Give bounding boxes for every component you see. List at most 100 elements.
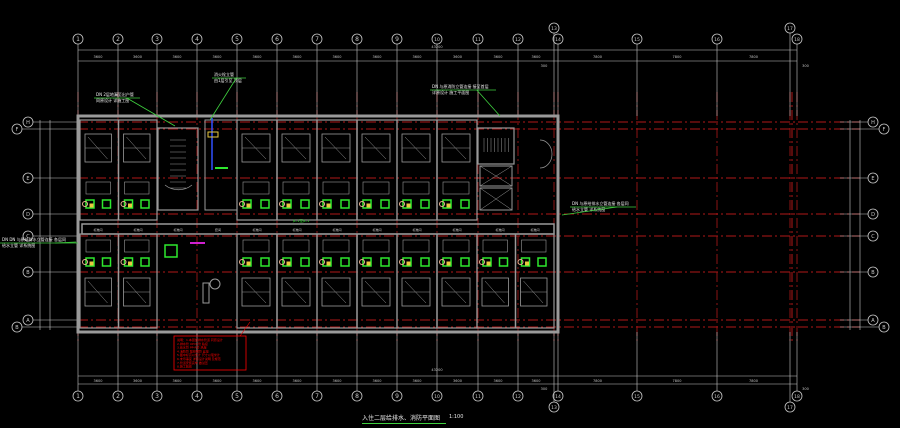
dim-bottom-14: 7800 bbox=[673, 379, 682, 383]
bed-diag bbox=[244, 280, 267, 304]
drawing-title: 入住二层给排水、消防平面图 bbox=[362, 415, 441, 422]
axis-label-bottom-13: 13 bbox=[551, 405, 557, 411]
dim-top-16: 300 bbox=[802, 64, 809, 68]
stairwells bbox=[157, 127, 553, 211]
bed-diag bbox=[126, 280, 147, 304]
stair-door-arc bbox=[164, 184, 193, 191]
design-note-7: 8.施工验收 bbox=[177, 364, 192, 369]
riser-valve bbox=[207, 131, 219, 138]
annotation-text-0: DN DN 与原给排水立管连接 各层同 bbox=[2, 236, 66, 242]
dim-bottom-4: 3600 bbox=[253, 379, 262, 383]
annotation-text-0: DN 2层地漏至出户管 bbox=[96, 91, 134, 97]
design-note-4: 5.图中标高以米计 尺寸以毫米计 bbox=[177, 352, 220, 357]
wardrobe bbox=[442, 239, 470, 253]
axis-label-top-4: 4 bbox=[195, 36, 199, 43]
dim-top-11: 3600 bbox=[532, 55, 541, 59]
room-label-0: 标准间 bbox=[93, 227, 102, 232]
exterior-wall bbox=[76, 114, 560, 334]
axis-label-bottom-16: 16 bbox=[714, 394, 720, 400]
axis-label-right-H-0: H bbox=[871, 120, 875, 126]
pipe-fixture-icon bbox=[460, 199, 470, 209]
bed-diag bbox=[324, 280, 347, 304]
toilet-icon bbox=[279, 201, 285, 207]
bed-diag bbox=[244, 136, 267, 160]
axis-label-right-B-7: B bbox=[882, 325, 886, 331]
pipe-fixture-icon bbox=[101, 257, 112, 267]
toilet-icon bbox=[517, 259, 524, 265]
service-room bbox=[204, 118, 238, 211]
dim-bottom-0: 3600 bbox=[94, 379, 103, 383]
bed-diag bbox=[87, 136, 108, 160]
axis-label-bottom-2: 2 bbox=[116, 393, 120, 400]
pipe-fixture-icon bbox=[101, 199, 112, 209]
dim-top-7: 3600 bbox=[373, 55, 382, 59]
guest-room-top-3 bbox=[396, 119, 478, 221]
toilet-icon bbox=[319, 259, 325, 265]
bed-diag bbox=[444, 136, 467, 160]
pipe-fixture-icon bbox=[420, 257, 430, 267]
axis-label-top-6: 6 bbox=[275, 36, 279, 43]
axis-label-bottom-17: 17 bbox=[787, 405, 793, 411]
axis-label-left-D-3: D bbox=[26, 212, 30, 218]
guest-room-bottom-4 bbox=[476, 233, 555, 329]
annotation-text-1: 由1层引至 顶层 bbox=[214, 77, 242, 83]
wardrobe bbox=[282, 239, 310, 253]
axis-label-bottom-11: 11 bbox=[475, 394, 481, 400]
annotation-text-1: 同原设计 详施工图 bbox=[96, 97, 129, 103]
toilet-icon bbox=[359, 259, 365, 265]
dim-bottom-9: 3600 bbox=[453, 379, 462, 383]
axis-label-right-C-4: C bbox=[871, 234, 875, 240]
fixture-icon bbox=[246, 261, 251, 266]
pipe-fixture-icon bbox=[402, 257, 412, 267]
dim-bottom-1: 3600 bbox=[133, 379, 142, 383]
axis-label-left-B-5: B bbox=[26, 270, 30, 276]
stair-right bbox=[477, 127, 515, 165]
building-walls bbox=[76, 114, 560, 334]
room-label-11: 标准间 bbox=[530, 227, 539, 232]
room-label-4: 标准间 bbox=[332, 227, 341, 232]
dim-top-10: 3600 bbox=[494, 55, 503, 59]
dim-top-9: 3600 bbox=[453, 55, 462, 59]
service-room-outline bbox=[204, 119, 238, 211]
room-label-6: 标准间 bbox=[412, 227, 421, 232]
annotation-text-1: 详原设计 施工平面图 bbox=[432, 89, 469, 95]
dashed-grid-lines bbox=[77, 92, 860, 342]
axis-label-top-13: 13 bbox=[551, 26, 557, 32]
axis-label-top-5: 5 bbox=[235, 36, 239, 43]
pipe-fixture-icon bbox=[442, 257, 452, 267]
design-note-5: 6.未尽事宜 详原设计说明 及规范 bbox=[177, 356, 221, 361]
wardrobe bbox=[242, 181, 270, 195]
axis-label-bottom-4: 4 bbox=[195, 393, 199, 400]
guest-room-bottom-3 bbox=[396, 233, 478, 329]
pipe-fixture-icon bbox=[123, 199, 134, 209]
toilet-icon bbox=[120, 259, 127, 265]
dim-bottom-16: 300 bbox=[802, 387, 809, 391]
room-label-9: 标准间 bbox=[173, 227, 182, 232]
elevator-2-x2 bbox=[479, 187, 513, 211]
toilet-icon bbox=[82, 259, 88, 265]
axis-label-top-17: 17 bbox=[787, 26, 793, 32]
design-note-0: 说明：1.本层给排水管道 同原设计 bbox=[177, 337, 223, 342]
dim-top-4: 3600 bbox=[253, 55, 262, 59]
wardrobe bbox=[362, 181, 390, 195]
toilet-icon bbox=[319, 201, 325, 207]
dim-top-8: 3600 bbox=[413, 55, 422, 59]
axis-label-left-B-7: B bbox=[15, 325, 19, 331]
axis-label-top-11: 11 bbox=[475, 37, 481, 43]
axis-label-right-F-1: F bbox=[883, 127, 886, 133]
wardrobe bbox=[482, 239, 508, 253]
fixture-icon bbox=[486, 261, 491, 266]
toilet-icon bbox=[439, 259, 445, 265]
pipe-fixture-icon bbox=[242, 257, 252, 267]
dim-top-14: 7800 bbox=[673, 55, 682, 59]
axis-label-left-E-2: E bbox=[26, 176, 29, 182]
room-label-7: 标准间 bbox=[452, 227, 461, 232]
guest-room-top-2 bbox=[316, 119, 398, 221]
toilet-icon bbox=[279, 259, 285, 265]
